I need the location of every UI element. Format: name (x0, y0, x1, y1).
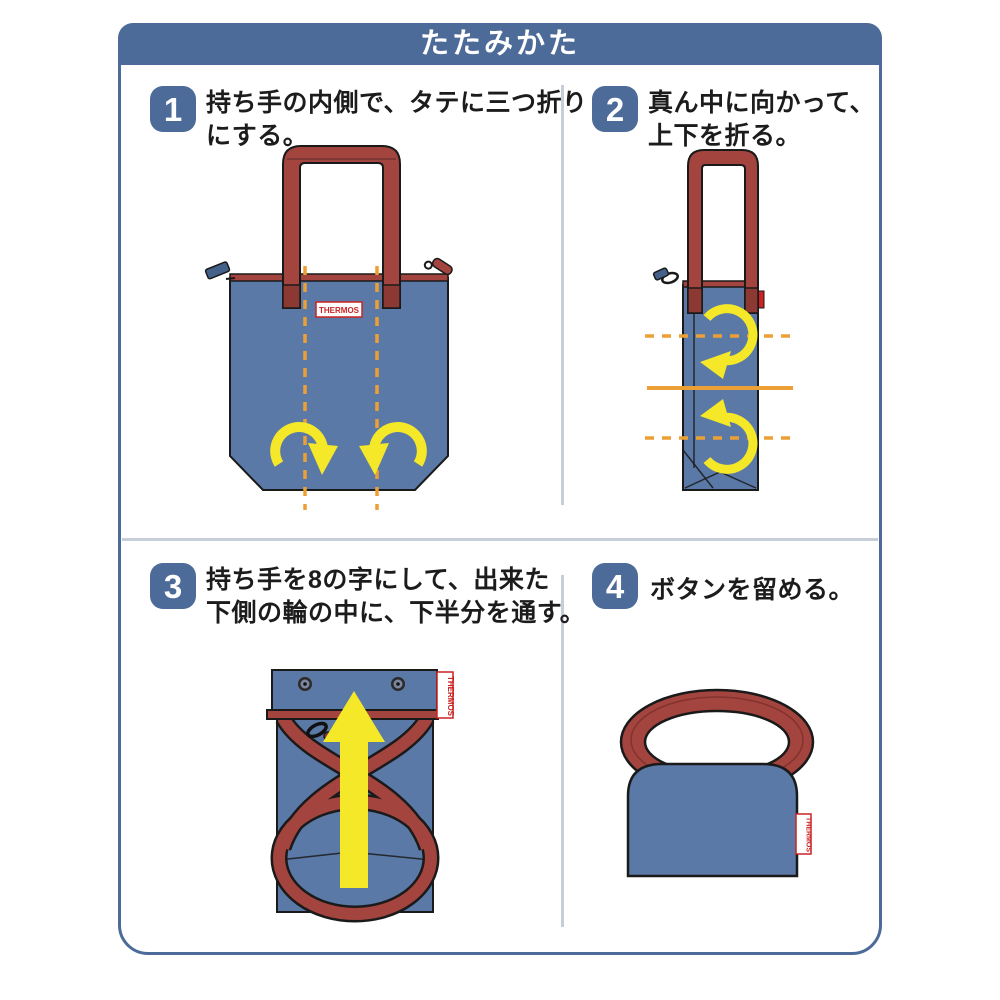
step-2-line-1: 真ん中に向かって、 (648, 89, 876, 117)
strap-stitch-right (744, 287, 759, 314)
step-1-bag-illustration: THERMOS (204, 145, 453, 510)
step-4-badge: 4 (592, 563, 638, 609)
step-3-line-2: 下側の輪の中に、下半分を通す。 (206, 599, 586, 627)
step-3-bag-illustration: THERMOS (266, 669, 455, 923)
step-4-bag-illustration: THERMOS (619, 688, 815, 878)
brand-tag: THERMOS (436, 671, 455, 719)
step-3-badge: 3 (150, 563, 196, 609)
fold-arrow-top-icon (700, 304, 758, 379)
step-3-line-1: 持ち手を8の字にして、出来た (206, 566, 550, 594)
step-2-badge: 2 (592, 86, 638, 132)
brand-tag-label: THERMOS (319, 306, 360, 315)
zipper-pull-icon (652, 267, 679, 285)
zipper-pull-icon (204, 261, 231, 280)
step-2-text: 真ん中に向かって、 上下を折る。 (648, 87, 875, 153)
folded-body (626, 762, 799, 878)
strip-corner-crease (682, 449, 714, 489)
step-3-number: 3 (163, 567, 183, 605)
brand-tag-label: THERMOS (446, 676, 455, 717)
step-2-line-2: 上下を折る。 (648, 122, 802, 150)
strap-stitch-left (282, 284, 301, 309)
step-3-text: 持ち手を8の字にして、出来た 下側の輪の中に、下半分を通す。 (206, 564, 585, 630)
strap-stitch-right (382, 284, 401, 309)
sheet-header: たたみかた (118, 23, 882, 65)
zipper-cord (225, 277, 236, 280)
step-1-text: 持ち手の内側で、タテに三つ折り にする。 (206, 87, 588, 153)
step-1-line-2: にする。 (206, 122, 309, 150)
pass-through-arrow-icon (323, 691, 385, 888)
fold-arrow-bottom-icon (700, 399, 758, 474)
step-1-number: 1 (163, 90, 183, 128)
step-4-text: ボタンを留める。 (650, 574, 854, 607)
page-title: たたみかた (419, 27, 580, 60)
divider-vertical-top (561, 85, 564, 505)
step-2-bag-illustration (645, 149, 795, 491)
snap-button-right-icon (391, 677, 405, 691)
step-1-line-1: 持ち手の内側で、タテに三つ折り (206, 89, 588, 117)
step-1-badge: 1 (150, 86, 196, 132)
snap-button-left-icon (298, 677, 312, 691)
fold-arrow-right-icon (359, 422, 427, 475)
strap-pull-tab-icon (423, 257, 453, 276)
brand-tag-label: THERMOS (805, 817, 812, 852)
divider-vertical-bottom (561, 575, 564, 927)
divider-horizontal (122, 538, 878, 541)
strap-stitch-left (687, 287, 703, 314)
zipper-band (229, 273, 449, 282)
step-4-line-1: ボタンを留める。 (650, 576, 855, 604)
brand-tag: THERMOS (795, 813, 812, 855)
brand-tag: THERMOS (315, 301, 363, 318)
fold-arrow-left-icon (270, 422, 338, 475)
step-4-number: 4 (605, 567, 625, 605)
step-2-number: 2 (605, 90, 625, 128)
